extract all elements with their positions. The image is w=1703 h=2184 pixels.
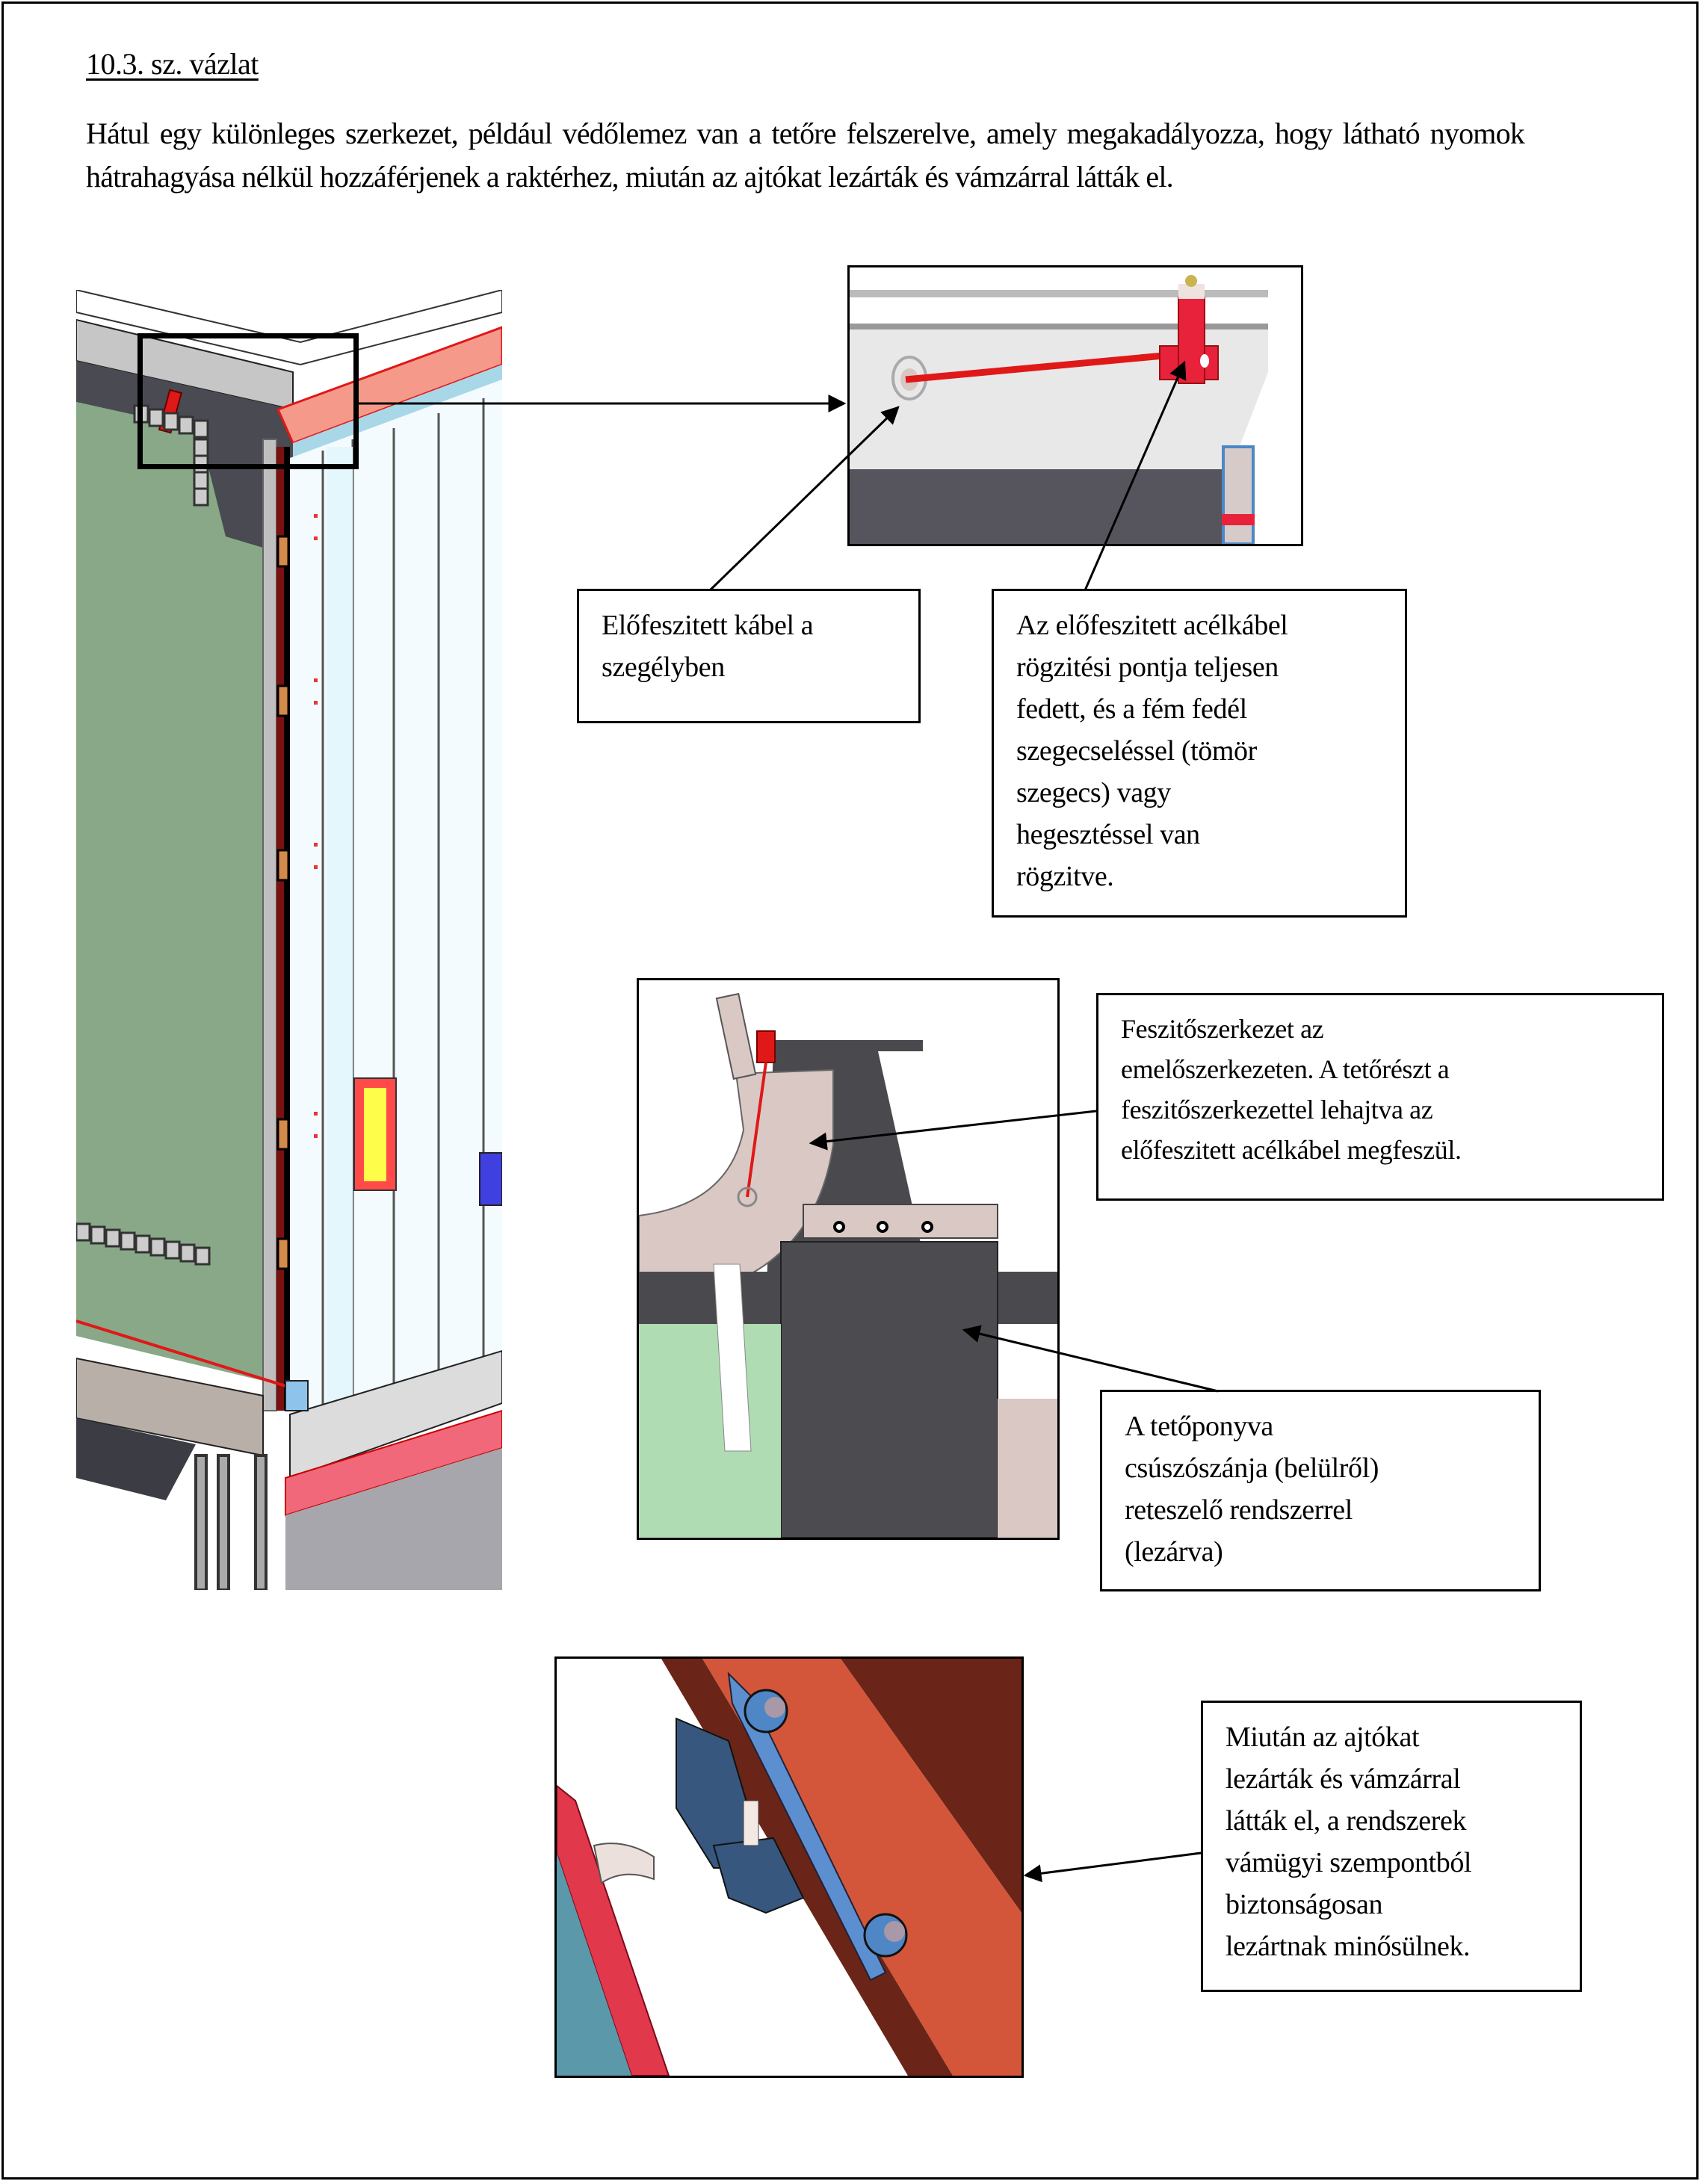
tensioner-drawing	[639, 992, 1057, 1538]
strap	[713, 1263, 752, 1452]
roof-rail-bottom	[850, 324, 1268, 330]
latch-bolts	[744, 1689, 908, 1958]
latch-plate-lower	[712, 1837, 805, 1914]
blue-sign	[479, 1152, 502, 1206]
tarp-buckles-bottom	[76, 1222, 211, 1266]
anchor-cap	[1178, 284, 1205, 299]
latch-red-band	[1222, 514, 1255, 525]
latch-pin	[743, 1800, 759, 1846]
red-frame-rail	[557, 1784, 670, 2076]
corner-post	[262, 439, 277, 1411]
door-edge	[284, 447, 290, 1411]
door-hinges	[276, 535, 290, 1270]
callout-anchor-point: Az előfeszitett acélkábel rögzitési pont…	[992, 589, 1407, 918]
teal-corner	[557, 1853, 631, 2076]
corner-bracket	[285, 1380, 309, 1411]
cable-eyelet	[737, 1187, 758, 1207]
callout-text: A tetőponyva csúszószánja (belülről) ret…	[1125, 1411, 1379, 1568]
callout-text: Miután az ajtókat lezárták és vámzárral …	[1226, 1721, 1472, 1962]
prestressed-cable	[905, 352, 1164, 383]
anchor-post	[1178, 297, 1205, 384]
callout-text: Feszitőszerkezet az emelőszerkezeten. A …	[1121, 1014, 1462, 1165]
door-rivets	[314, 514, 318, 1138]
door-panel-dark	[780, 1241, 998, 1538]
chassis-struts	[194, 1454, 268, 1590]
blue-latch-bar	[727, 1671, 887, 1982]
callout-text: Előfeszitett kábel a szegélyben	[602, 610, 814, 683]
roller-part	[593, 1843, 655, 1884]
green-tarp-edge	[639, 1324, 781, 1538]
anchor-hole	[1200, 354, 1209, 368]
latch-drawing	[557, 1659, 1022, 2076]
intro-paragraph: Hátul egy különleges szerkezet, például …	[86, 112, 1525, 199]
reflector-yellow	[364, 1088, 386, 1181]
roof-cable-drawing	[850, 275, 1268, 544]
wheel-shadow	[76, 1418, 196, 1500]
bottom-cable	[76, 1320, 294, 1390]
rail-bolts	[833, 1221, 933, 1233]
trailer-overview-figure	[76, 290, 502, 1590]
callout-tarpaulin-slider: A tetőponyva csúszószánja (belülről) ret…	[1100, 1390, 1541, 1591]
dark-panel	[850, 469, 1223, 544]
header-underside	[293, 365, 502, 458]
tensioner-detail-figure	[637, 978, 1060, 1540]
roof-dark-band	[76, 361, 293, 451]
roof-top-edge	[76, 290, 502, 366]
callout-prestressed-cable: Előfeszitett kábel a szegélyben	[577, 589, 921, 723]
callout-tensioner: Feszitőszerkezet az emelőszerkezeten. A …	[1096, 993, 1664, 1201]
door-strip	[327, 447, 353, 1403]
rear-header-frame	[276, 326, 502, 445]
side-tarpaulin	[76, 402, 263, 1381]
tensioner-cable	[746, 1062, 767, 1198]
latch-detail-figure	[554, 1656, 1024, 2078]
roof-cable-detail-figure	[847, 265, 1303, 546]
chassis-lower	[285, 1448, 502, 1590]
rear-bumper-plate	[289, 1349, 502, 1479]
callout-text: Az előfeszitett acélkábel rögzitési pont…	[1016, 610, 1288, 892]
rear-underrun-bar	[285, 1409, 502, 1517]
sliding-rail	[803, 1204, 998, 1239]
document-title: 10.3. sz. vázlat	[86, 47, 259, 81]
side-latch	[998, 1399, 1057, 1538]
intro-text: Hátul egy különleges szerkezet, például …	[86, 117, 1525, 194]
arm-top	[715, 992, 757, 1080]
cable-anchor-red	[756, 1030, 776, 1063]
anchor-bolt-head	[1185, 275, 1197, 287]
callout-customs-sealed: Miután az ajtókat lezárták és vámzárral …	[1201, 1701, 1582, 1992]
detail-highlight-box	[137, 333, 359, 469]
trailer-drawing	[76, 290, 502, 1590]
latch-mechanism	[1222, 445, 1255, 544]
roof-rail-top	[850, 290, 1268, 297]
